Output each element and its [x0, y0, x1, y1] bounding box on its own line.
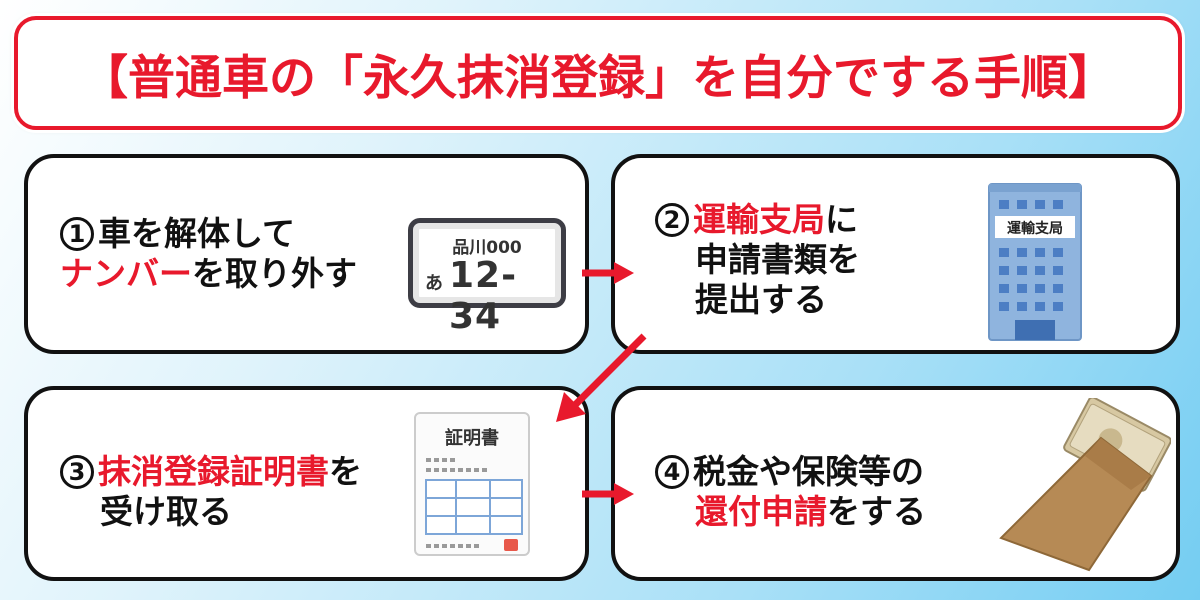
- step-2-line-3: 提出する: [695, 280, 827, 319]
- building-sign: 運輸支局: [1007, 220, 1063, 237]
- step-4-highlight: 還付申請: [695, 492, 827, 531]
- step-3-number: 3: [60, 455, 94, 489]
- step-1-highlight: ナンバー: [60, 254, 192, 293]
- step-4-number: 4: [655, 455, 689, 489]
- license-plate-icon: 品川000 あ 12-34: [408, 218, 566, 337]
- step-1-number: 1: [60, 217, 94, 251]
- step-2-line-2: 申請書類を: [695, 240, 860, 279]
- step-2-line-1-text: に: [825, 200, 858, 239]
- page-title-box: 【普通車の「永久抹消登録」を自分でする手順】: [14, 16, 1182, 130]
- step-1-line-1-text: 車を解体して: [98, 214, 296, 253]
- step-1-line-2-text: を取り外す: [192, 254, 357, 293]
- certificate-title: 証明書: [445, 428, 499, 449]
- arrow-right-icon-2: [582, 483, 634, 505]
- step-4-line-2: 還付申請をする: [655, 492, 926, 532]
- step-3-highlight: 抹消登録証明書: [98, 452, 329, 491]
- step-3-line-2: 受け取る: [100, 492, 232, 531]
- certificate-lines: [425, 458, 523, 551]
- step-1-line-2: ナンバーを取り外す: [60, 254, 357, 294]
- certificate-icon: 証明書: [414, 412, 530, 556]
- arrow-down-left-icon: [556, 333, 647, 422]
- step-3-line-1-text: を: [329, 452, 362, 491]
- step-4-line-2-text: をする: [827, 492, 926, 531]
- step-4-line-1-text: 税金や保険等の: [693, 452, 924, 491]
- arrow-right-icon: [582, 262, 634, 284]
- plate-kana: あ: [425, 273, 443, 294]
- page-title: 【普通車の「永久抹消登録」を自分でする手順】: [81, 50, 1115, 106]
- office-building-icon: 運輸支局: [988, 183, 1082, 341]
- step-2-highlight: 運輸支局: [693, 200, 825, 239]
- step-2-number: 2: [655, 203, 689, 237]
- money-envelope-icon: [999, 398, 1171, 572]
- plate-region: 品川000: [452, 238, 522, 258]
- plate-number: 12-34: [449, 255, 518, 337]
